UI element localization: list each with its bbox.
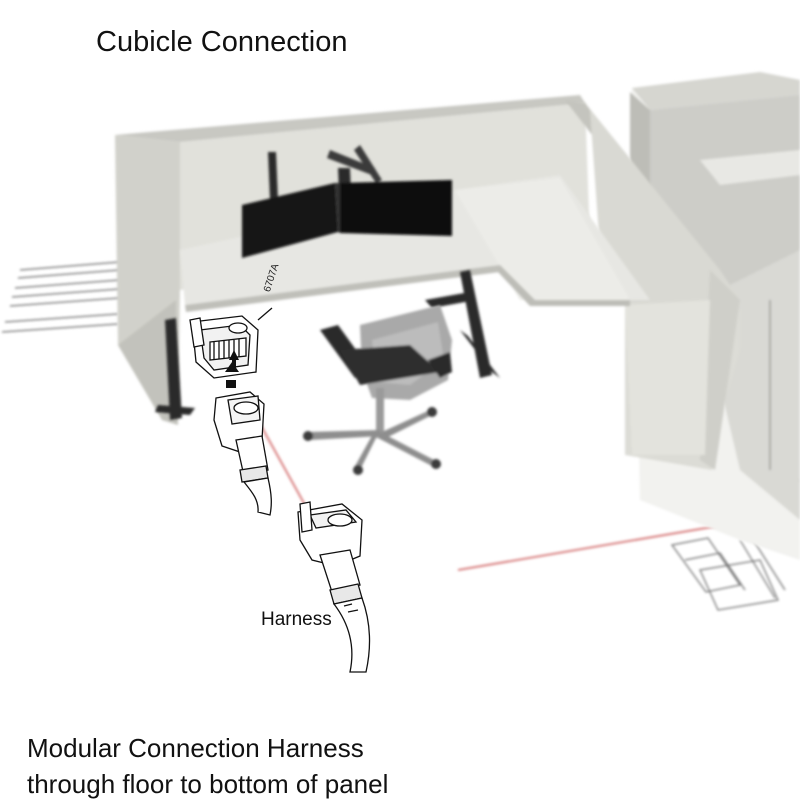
side-panel (565, 100, 740, 470)
caption-line-1: Modular Connection Harness (27, 733, 364, 763)
desk-legs (155, 270, 500, 420)
lower-harness-plug (297, 501, 371, 673)
insertion-arrows (225, 350, 239, 388)
caption-line-2: through floor to bottom of panel (27, 769, 389, 799)
floor-plan-lines-left (1, 261, 121, 333)
harness-label: Harness (261, 609, 332, 630)
diagram-title: Cubicle Connection (96, 26, 348, 58)
upper-harness-plug (213, 391, 272, 516)
office-chair (303, 305, 452, 475)
monitors (242, 145, 452, 258)
diagram-caption: Modular Connection Harness through floor… (27, 730, 388, 800)
desk (180, 175, 650, 312)
